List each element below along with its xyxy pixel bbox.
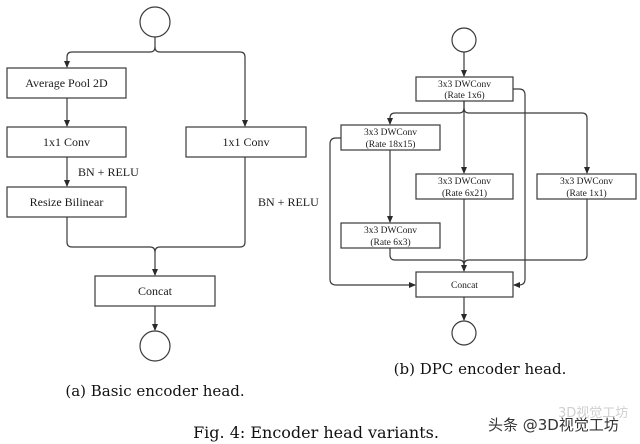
b-rate-18x15-line2: (Rate 18x15) bbox=[366, 139, 416, 150]
b-concat-label: Concat bbox=[451, 281, 478, 291]
b-rate-6x21-box: 3x3 DWConv (Rate 6x21) bbox=[415, 173, 514, 200]
a-conv-right-box: 1x1 Conv bbox=[185, 126, 307, 158]
diagram-a-basic-encoder-head: Average Pool 2D 1x1 Conv BN + RELU Resiz… bbox=[6, 6, 319, 400]
a-caption: (a) Basic encoder head. bbox=[65, 382, 244, 400]
b-edge-1x6-to-concat bbox=[513, 88, 526, 288]
watermark: 头条 @3D视觉工坊 bbox=[488, 416, 619, 434]
a-avgpool-box: Average Pool 2D bbox=[6, 67, 127, 99]
b-input-node bbox=[451, 27, 477, 53]
a-edge-resize-to-concat bbox=[66, 217, 158, 276]
b-rate-1x1-line2: (Rate 1x1) bbox=[566, 188, 606, 199]
b-rate-1x1-box: 3x3 DWConv (Rate 1x1) bbox=[536, 173, 637, 200]
a-input-node bbox=[139, 6, 171, 38]
b-rate-1x6-box: 3x3 DWConv (Rate 1x6) bbox=[415, 76, 514, 102]
b-edge-6x3-to-concat bbox=[389, 248, 465, 266]
a-resize-label: Resize Bilinear bbox=[30, 195, 104, 209]
a-edge-input-to-conv-right bbox=[154, 46, 248, 127]
b-rate-18x15-line1: 3x3 DWConv bbox=[364, 128, 417, 138]
a-bn-relu-right-label: BN + RELU bbox=[258, 195, 319, 209]
a-concat-label: Concat bbox=[138, 284, 173, 298]
b-edge-1x1-to-concat bbox=[463, 199, 588, 266]
a-bn-relu-left-label: BN + RELU bbox=[78, 165, 139, 179]
b-edge-1x6-to-1x1 bbox=[463, 107, 590, 174]
b-rate-6x21-line1: 3x3 DWConv bbox=[438, 177, 491, 187]
a-output-node bbox=[139, 330, 171, 362]
b-rate-1x6-line2: (Rate 1x6) bbox=[444, 90, 484, 101]
diagram-b-dpc-encoder-head: 3x3 DWConv (Rate 1x6) 3x3 DWConv (Rate 1… bbox=[329, 27, 637, 378]
watermark-faint: 3D视觉工坊 bbox=[558, 406, 628, 421]
a-conv-left-box: 1x1 Conv bbox=[6, 126, 127, 158]
figure-caption: Fig. 4: Encoder head variants. bbox=[193, 423, 439, 442]
a-edge-input-to-avgpool bbox=[64, 37, 156, 68]
a-avgpool-label: Average Pool 2D bbox=[25, 76, 108, 90]
a-resize-box: Resize Bilinear bbox=[6, 186, 127, 218]
b-rate-1x1-line1: 3x3 DWConv bbox=[560, 177, 613, 187]
b-concat-box: Concat bbox=[415, 271, 514, 298]
b-output-node bbox=[451, 320, 477, 346]
b-edge-18x15-to-concat bbox=[329, 137, 416, 288]
b-rate-6x3-line1: 3x3 DWConv bbox=[364, 226, 417, 236]
b-rate-18x15-box: 3x3 DWConv (Rate 18x15) bbox=[340, 124, 441, 151]
a-concat-box: Concat bbox=[94, 275, 216, 307]
b-edge-1x6-to-18x15 bbox=[387, 101, 465, 125]
a-edge-conv-right-to-concat bbox=[154, 157, 246, 253]
b-rate-6x21-line2: (Rate 6x21) bbox=[442, 188, 487, 199]
a-conv-left-label: 1x1 Conv bbox=[43, 135, 90, 149]
b-caption: (b) DPC encoder head. bbox=[394, 360, 567, 378]
a-conv-right-label: 1x1 Conv bbox=[222, 135, 269, 149]
b-rate-1x6-line1: 3x3 DWConv bbox=[438, 80, 491, 90]
b-rate-6x3-box: 3x3 DWConv (Rate 6x3) bbox=[340, 222, 441, 249]
b-rate-6x3-line2: (Rate 6x3) bbox=[370, 237, 410, 248]
